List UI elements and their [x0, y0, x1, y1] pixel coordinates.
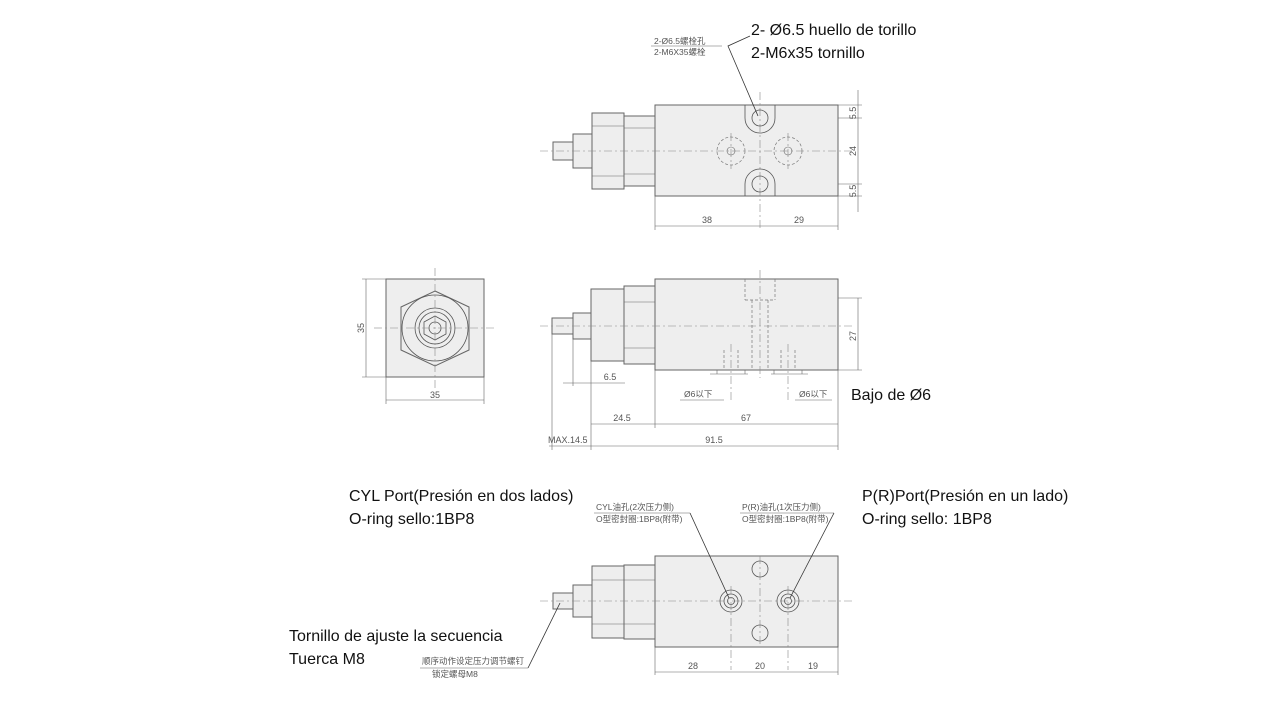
front-nut	[623, 285, 656, 365]
top-cn-note-2: 2-M6X35螺栓	[654, 47, 706, 57]
cyl-cn-note-2: O型密封圈:1BP8(附带)	[596, 514, 683, 524]
p-cn-note-1: P(R)油孔(1次压力侧)	[742, 502, 821, 512]
callout-mount-holes-line1: 2- Ø6.5 huello de torillo	[751, 22, 917, 39]
adj-cn-note-1: 顺序动作设定压力调节螺钉	[422, 656, 525, 666]
end-view: 35 35	[356, 268, 496, 404]
dim-front-67: 67	[741, 413, 751, 423]
top-hole-lower	[751, 175, 769, 193]
callout-p-port: P(R)Port(Presión en un lado) O-ring sell…	[862, 485, 1068, 531]
dim-top-29: 29	[794, 215, 804, 225]
callout-adjust-screw-line1: Tornillo de ajuste la secuencia	[289, 628, 503, 645]
top-body	[654, 104, 839, 197]
callout-bottom: Bajo de Ø6	[851, 384, 931, 407]
dim-front-27: 27	[848, 331, 858, 341]
dim-end-35-horizontal: 35	[430, 390, 440, 400]
front-collar	[590, 288, 625, 362]
dim-front-24-5: 24.5	[613, 413, 631, 423]
dim-bottom-19: 19	[808, 661, 818, 671]
callout-p-port-line1: P(R)Port(Presión en un lado)	[862, 488, 1069, 505]
callout-adjust-screw-line2: Tuerca M8	[289, 651, 365, 668]
top-view: 5.5 24 5.5 38 29 2-Ø6.5螺栓孔 2-M6X35螺栓	[540, 35, 862, 230]
adj-cn-note-2: 锁定螺母M8	[432, 669, 478, 679]
callout-mount-holes-line2: 2-M6x35 tornillo	[751, 45, 865, 62]
bottom-nut	[623, 564, 656, 640]
dim-front-max: MAX.14.5	[548, 435, 588, 445]
dim-bottom-20: 20	[755, 661, 765, 671]
dim-top-5-5-a: 5.5	[848, 107, 858, 120]
dim-end-35-vertical: 35	[356, 323, 366, 333]
dim-front-6-5: 6.5	[604, 372, 617, 382]
dim-front-91-5: 91.5	[705, 435, 723, 445]
bottom-view: 28 20 19 CYL油孔(2次压力侧) O型密封圈:1BP8(附带) P(R…	[420, 502, 852, 679]
dim-bottom-28: 28	[688, 661, 698, 671]
ph6-right-label: Ø6以下	[799, 389, 828, 399]
dim-top-38: 38	[702, 215, 712, 225]
callout-p-port-line2: O-ring sello: 1BP8	[862, 511, 992, 528]
p-cn-note-2: O型密封圈:1BP8(附带)	[742, 514, 829, 524]
front-body	[654, 278, 839, 371]
cyl-cn-note-1: CYL油孔(2次压力侧)	[596, 502, 674, 512]
bottom-collar	[591, 565, 625, 639]
dim-top-5-5-b: 5.5	[848, 185, 858, 198]
callout-mount-holes: 2- Ø6.5 huello de torillo 2-M6x35 tornil…	[751, 19, 916, 65]
bottom-body	[654, 555, 839, 648]
callout-cyl-port: CYL Port(Presión en dos lados) O-ring se…	[349, 485, 573, 531]
callout-bottom-line1: Bajo de Ø6	[851, 387, 932, 404]
callout-adjust-screw: Tornillo de ajuste la secuencia Tuerca M…	[289, 625, 502, 671]
top-hole-upper	[751, 109, 769, 127]
dim-top-24: 24	[848, 146, 858, 156]
top-cn-note-1: 2-Ø6.5螺栓孔	[654, 36, 706, 46]
ph6-left-label: Ø6以下	[684, 389, 713, 399]
callout-cyl-port-line2: O-ring sello:1BP8	[349, 511, 475, 528]
front-view: Ø6以下 Ø6以下 27 6.5 24.5 67 MAX.14.5 91.5	[540, 270, 862, 450]
callout-cyl-port-line1: CYL Port(Presión en dos lados)	[349, 488, 574, 505]
